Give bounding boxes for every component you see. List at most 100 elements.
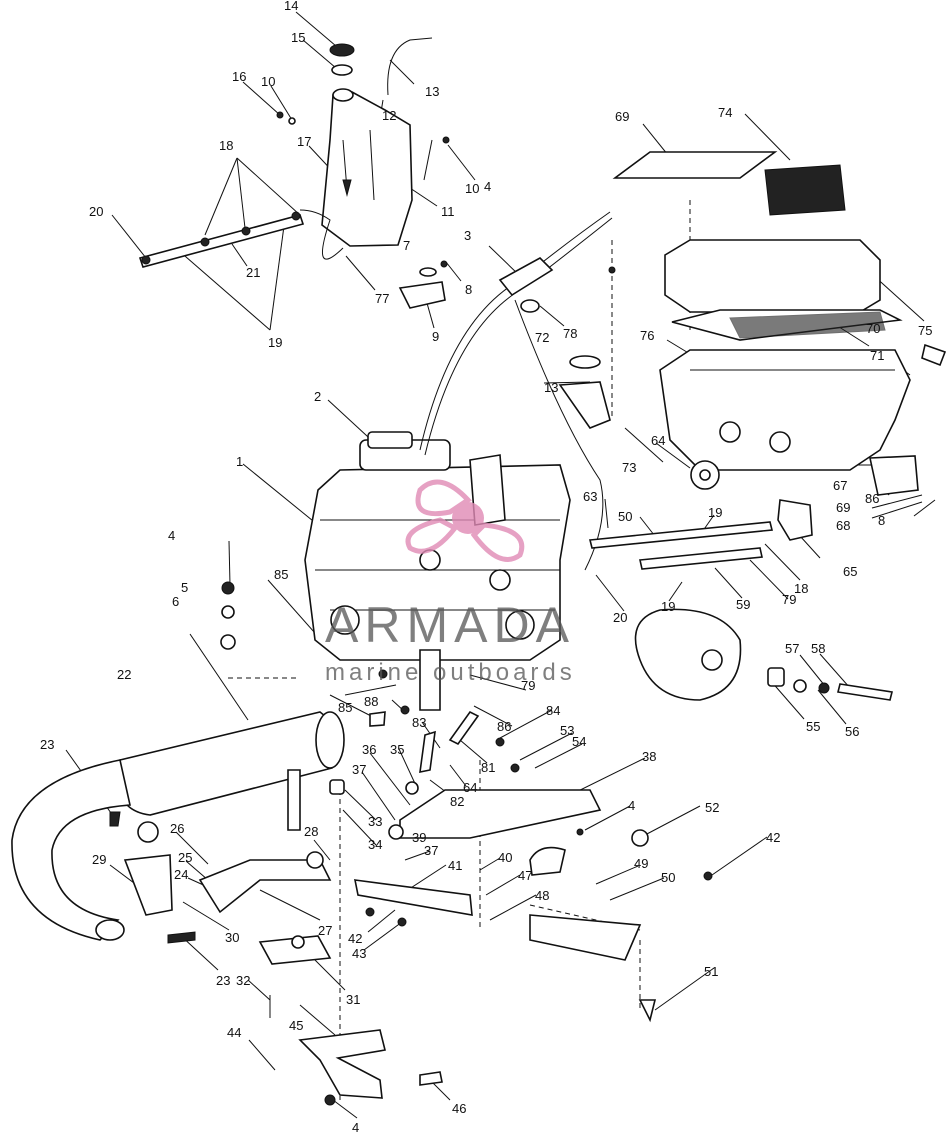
cables bbox=[419, 211, 613, 571]
callout-85: 85 bbox=[274, 567, 288, 582]
callout-34: 34 bbox=[368, 837, 382, 852]
callout-72: 72 bbox=[535, 330, 549, 345]
callout-32: 32 bbox=[236, 973, 250, 988]
callout-8-r: 8 bbox=[878, 513, 885, 528]
callout-62: 64 bbox=[651, 433, 665, 448]
hose-13 bbox=[514, 299, 604, 571]
callout-20: 20 bbox=[89, 204, 103, 219]
callout-69: 69 bbox=[615, 109, 629, 124]
callout-57: 57 bbox=[785, 641, 799, 656]
callout-13-b: 13 bbox=[544, 380, 558, 395]
callout-19-c: 19 bbox=[661, 599, 675, 614]
callout-42-r: 42 bbox=[766, 830, 780, 845]
callout-50-top: 50 bbox=[618, 509, 632, 524]
bolt-58 bbox=[837, 683, 893, 701]
callout-19-b: 19 bbox=[708, 505, 722, 520]
callout-45: 45 bbox=[289, 1018, 303, 1033]
muffler bbox=[117, 711, 338, 816]
bracket-73 bbox=[558, 381, 611, 429]
callout-65: 64 bbox=[463, 780, 477, 795]
callout-labels: 14 15 13 16 10 12 17 4 10 11 18 20 21 19… bbox=[40, 0, 932, 1133]
callout-73: 73 bbox=[622, 460, 636, 475]
callout-4-left: 4 bbox=[168, 528, 175, 543]
callout-25: 25 bbox=[178, 850, 192, 865]
callout-81: 81 bbox=[481, 760, 495, 775]
exhaust-pipe bbox=[11, 759, 131, 941]
callout-77: 76 bbox=[640, 328, 654, 343]
filter-foam bbox=[764, 164, 846, 216]
callout-49: 49 bbox=[634, 856, 648, 871]
bracket-38 bbox=[399, 789, 602, 839]
bracket-lower bbox=[529, 914, 642, 961]
callout-76: 75 bbox=[918, 323, 932, 338]
callout-14: 14 bbox=[284, 0, 298, 13]
watermark-tagline: marine outboards bbox=[325, 659, 576, 686]
callout-19: 19 bbox=[268, 335, 282, 350]
callout-35: 35 bbox=[390, 742, 404, 757]
callout-46: 46 bbox=[452, 1101, 466, 1116]
callout-56: 56 bbox=[845, 724, 859, 739]
engine-assembly bbox=[304, 431, 571, 661]
callout-36: 36 bbox=[362, 742, 376, 757]
callout-83: 83 bbox=[412, 715, 426, 730]
callout-38: 38 bbox=[642, 749, 656, 764]
callout-9: 9 bbox=[432, 329, 439, 344]
callout-78: 77 bbox=[375, 291, 389, 306]
fuel-line-assembly bbox=[138, 211, 305, 268]
callout-70: 70 bbox=[866, 321, 880, 336]
callout-87: 85 bbox=[338, 700, 352, 715]
callout-23-b: 23 bbox=[216, 973, 230, 988]
callout-20-b: 20 bbox=[613, 610, 627, 625]
bracket-45 bbox=[298, 1029, 386, 1099]
callout-55: 55 bbox=[806, 719, 820, 734]
tank-bracket bbox=[398, 281, 446, 309]
callout-37: 37 bbox=[352, 762, 366, 777]
callout-50: 50 bbox=[661, 870, 675, 885]
callout-4-bottom: 4 bbox=[352, 1120, 359, 1133]
callout-44: 44 bbox=[227, 1025, 241, 1040]
callout-52: 52 bbox=[705, 800, 719, 815]
callout-86-r: 86 bbox=[865, 491, 879, 506]
callout-61: 63 bbox=[583, 489, 597, 504]
callout-88-b: 88 bbox=[364, 694, 378, 709]
callout-4-top: 4 bbox=[484, 179, 491, 194]
callout-82: 82 bbox=[450, 794, 464, 809]
callout-12: 12 bbox=[382, 108, 396, 123]
tank-outlet-hose bbox=[299, 209, 344, 260]
mounting-brackets bbox=[220, 581, 713, 1106]
callout-11: 11 bbox=[441, 204, 455, 219]
callout-21: 21 bbox=[246, 265, 260, 280]
callout-22: 22 bbox=[117, 667, 131, 682]
callout-16: 16 bbox=[232, 69, 246, 84]
hose-61 bbox=[588, 521, 774, 549]
watermark: ARMADA marine outboards bbox=[325, 479, 576, 686]
callout-39: 39 bbox=[412, 830, 426, 845]
callout-48: 48 bbox=[535, 888, 549, 903]
callout-43: 43 bbox=[352, 946, 366, 961]
callout-31: 31 bbox=[346, 992, 360, 1007]
propeller-logo-icon bbox=[405, 479, 525, 562]
callout-67: 68 bbox=[836, 518, 850, 533]
bracket-68 bbox=[869, 455, 919, 496]
callout-63: 65 bbox=[843, 564, 857, 579]
cap-gasket bbox=[331, 64, 353, 76]
air-box-lid bbox=[664, 239, 881, 313]
fuel-pump bbox=[777, 499, 813, 541]
callout-2: 2 bbox=[314, 389, 321, 404]
watermark-brand: ARMADA bbox=[325, 597, 575, 653]
bracket-40 bbox=[353, 879, 473, 916]
callout-4-mid: 4 bbox=[628, 798, 635, 813]
callout-1: 1 bbox=[236, 454, 243, 469]
callout-17: 17 bbox=[297, 134, 311, 149]
callout-59: 59 bbox=[736, 597, 750, 612]
callout-84: 84 bbox=[546, 703, 560, 718]
callout-23: 23 bbox=[40, 737, 54, 752]
callout-74: 74 bbox=[718, 105, 732, 120]
hose-59 bbox=[639, 547, 763, 570]
callout-54: 54 bbox=[572, 734, 586, 749]
callout-3: 3 bbox=[464, 228, 471, 243]
callout-80: 79 bbox=[521, 678, 535, 693]
callout-18: 18 bbox=[219, 138, 233, 153]
callout-24: 24 bbox=[174, 867, 188, 882]
vent-hose bbox=[387, 37, 433, 96]
